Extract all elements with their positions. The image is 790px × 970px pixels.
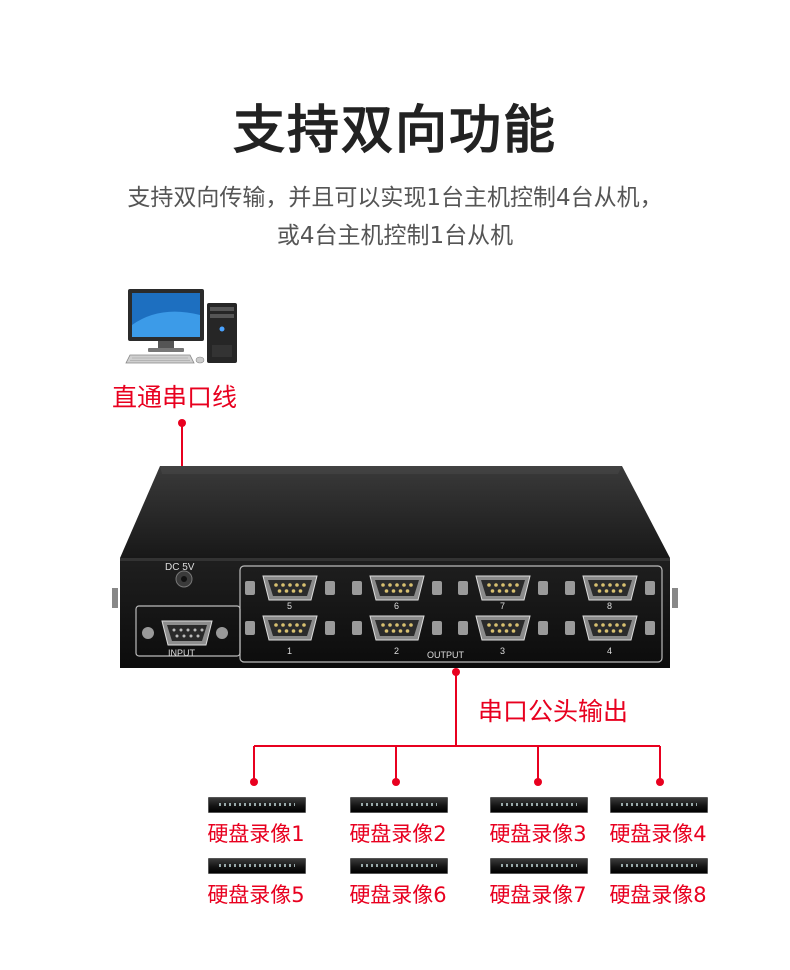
recorder-label-2: 硬盘录像2 xyxy=(349,822,447,846)
output-port-label: OUTPUT xyxy=(427,650,464,660)
recorder-icon xyxy=(208,858,306,874)
port-number-4: 4 xyxy=(607,646,613,656)
db9-male-port xyxy=(352,575,442,601)
recorder-label-1: 硬盘录像1 xyxy=(207,822,305,846)
db9-male-port xyxy=(352,615,442,641)
recorder-icon xyxy=(490,858,588,874)
db9-male-port xyxy=(245,615,335,641)
port-number-6: 6 xyxy=(394,601,400,611)
subtitle-line-1: 支持双向传输，并且可以实现1台主机控制4台从机， xyxy=(127,185,663,211)
db9-male-port xyxy=(245,575,335,601)
recorder-label-3: 硬盘录像3 xyxy=(489,822,587,846)
recorder-icon xyxy=(610,797,708,813)
power-label: DC 5V xyxy=(165,562,195,573)
input-port-label: INPUT xyxy=(168,648,195,658)
output-ports-group xyxy=(245,575,655,641)
db9-male-port xyxy=(458,575,548,601)
port-number-5: 5 xyxy=(287,601,293,611)
recorder-label-5: 硬盘录像5 xyxy=(207,883,305,907)
desktop-computer-icon xyxy=(125,289,237,364)
recorder-label-4: 硬盘录像4 xyxy=(609,822,707,846)
db9-male-port xyxy=(458,615,548,641)
port-number-8: 8 xyxy=(607,601,613,611)
port-number-2: 2 xyxy=(394,646,400,656)
recorder-label-7: 硬盘录像7 xyxy=(489,883,587,907)
recorder-icon xyxy=(610,858,708,874)
serial-switch-device xyxy=(112,466,678,668)
port-number-3: 3 xyxy=(500,646,506,656)
subtitle-line-2: 或4台主机控制1台从机 xyxy=(276,223,514,249)
recorder-icon xyxy=(350,797,448,813)
db9-male-port xyxy=(565,615,655,641)
recorder-icon xyxy=(350,858,448,874)
recorder-label-8: 硬盘录像8 xyxy=(609,883,707,907)
port-number-1: 1 xyxy=(287,646,293,656)
db9-male-port xyxy=(565,575,655,601)
input-cable-label: 直通串口线 xyxy=(112,383,238,412)
recorder-label-6: 硬盘录像6 xyxy=(349,883,447,907)
recorder-icon xyxy=(490,797,588,813)
output-ports-label: 串口公头输出 xyxy=(478,697,629,726)
recorder-icon xyxy=(208,797,306,813)
port-number-7: 7 xyxy=(500,601,506,611)
page-title: 支持双向功能 xyxy=(232,101,557,161)
